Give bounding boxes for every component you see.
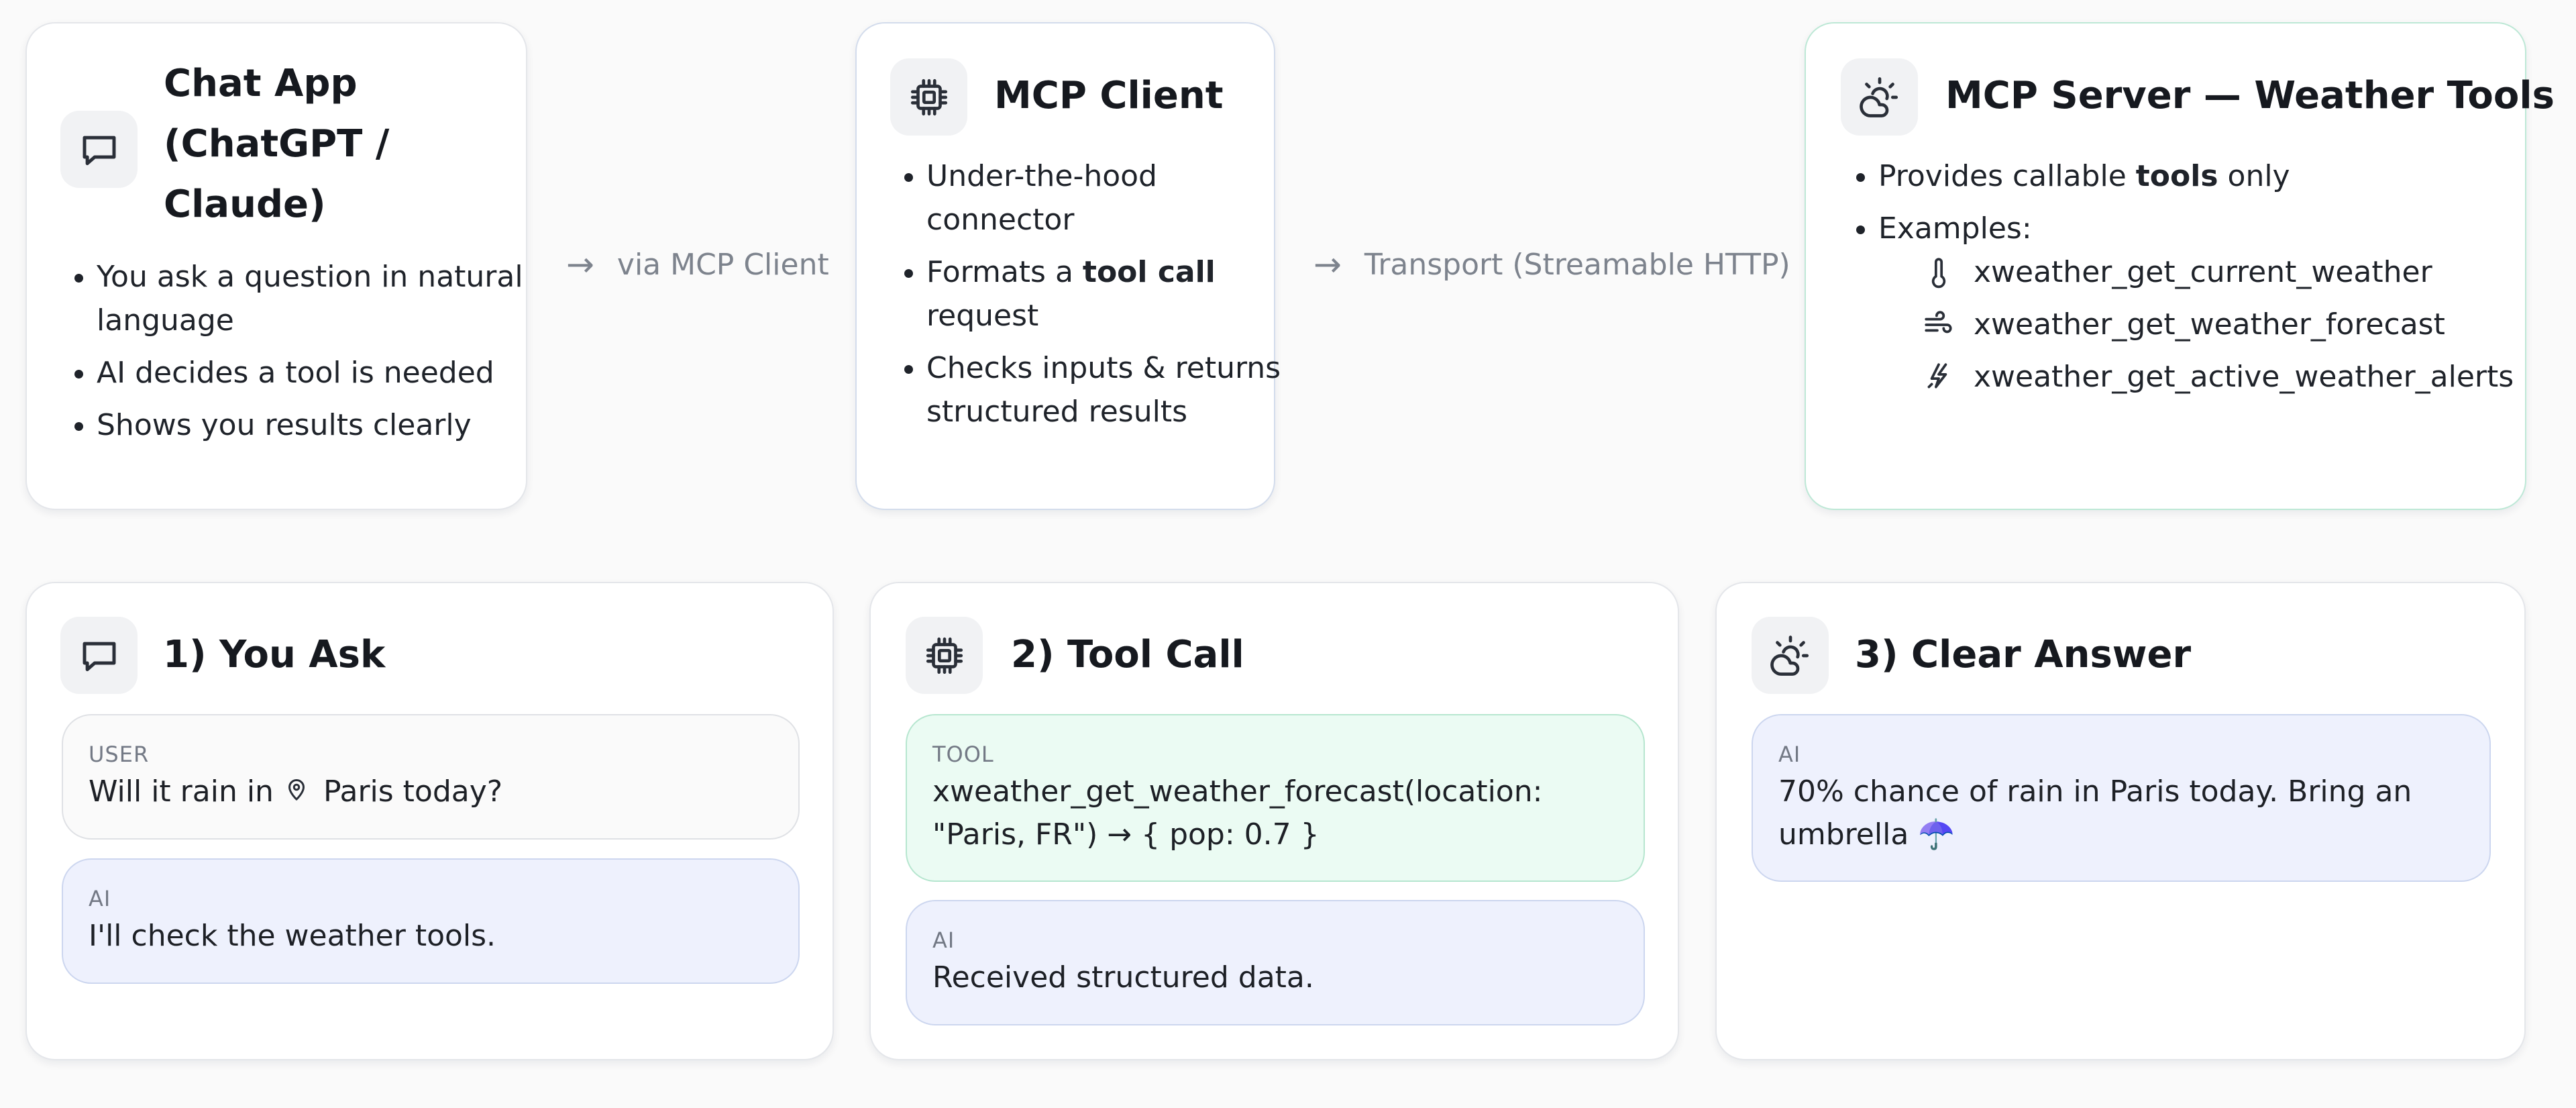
cpu-chip-icon <box>926 637 963 674</box>
mcp-server-bullets: Provides callable tools only Examples: x… <box>1842 154 2536 407</box>
message-text: xweather_get_weather_forecast(location: … <box>932 774 1543 852</box>
weather-icon-box <box>1752 617 1829 694</box>
ai-message: AI I'll check the weather tools. <box>62 858 800 984</box>
right-arrow-icon: → <box>566 245 594 284</box>
mcp-client-bullet: Checks inputs & returns structured resul… <box>926 346 1289 434</box>
message-text: I'll check the weather tools. <box>89 919 496 953</box>
tool-list: xweather_get_current_weather xweather_ge… <box>1878 250 2536 399</box>
message-role: USER <box>89 742 150 767</box>
wind-icon <box>1919 306 1959 344</box>
thermometer-icon <box>1919 254 1959 291</box>
tool-name: xweather_get_active_weather_alerts <box>1974 360 2514 394</box>
mcp-server-card: MCP Server — Weather Tools Provides call… <box>1805 22 2555 510</box>
tool-item: xweather_get_current_weather <box>1919 250 2536 294</box>
chat-app-bullet: You ask a question in natural language <box>97 255 539 342</box>
step-you-ask-title: 1) You Ask <box>163 633 386 676</box>
message-text: Will it rain in Paris today? <box>89 774 503 809</box>
step-you-ask-card: 1) You Ask USER Will it rain in Paris to… <box>25 582 834 1060</box>
cpu-icon-box <box>890 58 967 136</box>
step-tool-call-title: 2) Tool Call <box>1011 633 1244 676</box>
right-arrow-icon: → <box>1313 245 1342 284</box>
message-role: AI <box>89 886 111 911</box>
ai-message: AI Received structured data. <box>906 900 1645 1025</box>
connector-via-mcp-client: → via MCP Client <box>566 245 829 284</box>
message-role: AI <box>932 927 955 953</box>
mcp-client-title: MCP Client <box>994 74 1224 117</box>
user-message: USER Will it rain in Paris today? <box>62 714 800 840</box>
step-clear-answer-title: 3) Clear Answer <box>1855 633 2192 676</box>
message-text: 70% chance of rain in Paris today. Bring… <box>1778 774 2412 852</box>
chat-app-bullet: AI decides a tool is needed <box>97 351 539 395</box>
mcp-server-title: MCP Server — Weather Tools <box>1945 74 2555 117</box>
lightning-icon <box>1919 358 1959 396</box>
chat-app-title: Chat App (ChatGPT / Claude) <box>164 62 390 226</box>
mcp-client-bullet: Formats a tool call request <box>926 250 1289 338</box>
weather-icon-box <box>1841 58 1918 136</box>
tool-message: TOOL xweather_get_weather_forecast(locat… <box>906 714 1645 882</box>
connector-transport: → Transport (Streamable HTTP) <box>1313 245 1790 284</box>
chat-bubble-icon <box>83 136 115 165</box>
chat-app-bullet: Shows you results clearly <box>97 403 539 447</box>
cpu-chip-icon <box>910 79 947 115</box>
chat-icon-box <box>60 617 138 694</box>
mcp-server-bullet: Examples: xweather_get_current_weather x… <box>1878 207 2536 399</box>
chat-app-bullets: You ask a question in natural language A… <box>60 255 539 456</box>
tool-item: xweather_get_active_weather_alerts <box>1919 355 2536 399</box>
chat-icon-box <box>60 111 138 188</box>
mcp-server-bullet: Provides callable tools only <box>1878 154 2536 198</box>
connector-label: via MCP Client <box>616 247 829 282</box>
sun-cloud-icon <box>1770 635 1809 676</box>
location-pin-icon <box>288 779 305 801</box>
tool-name: xweather_get_current_weather <box>1974 255 2432 289</box>
message-text: Received structured data. <box>932 960 1314 995</box>
step-tool-call-card: 2) Tool Call TOOL xweather_get_weather_f… <box>869 582 1679 1060</box>
cpu-icon-box <box>906 617 983 694</box>
chat-bubble-icon <box>83 642 115 671</box>
mcp-client-card: MCP Client Under-the-hood connector Form… <box>855 22 1281 510</box>
message-role: AI <box>1778 742 1801 767</box>
sun-cloud-icon <box>1859 77 1898 117</box>
connector-label: Transport (Streamable HTTP) <box>1364 247 1790 282</box>
ai-message: AI 70% chance of rain in Paris today. Br… <box>1752 714 2491 882</box>
mcp-client-bullets: Under-the-hood connector Formats a tool … <box>890 154 1289 442</box>
chat-app-card: Chat App (ChatGPT / Claude) You ask a qu… <box>25 22 527 510</box>
step-clear-answer-card: 3) Clear Answer AI 70% chance of rain in… <box>1715 582 2526 1060</box>
tool-name: xweather_get_weather_forecast <box>1974 307 2445 342</box>
message-role: TOOL <box>932 742 994 767</box>
mcp-client-bullet: Under-the-hood connector <box>926 154 1289 242</box>
tool-item: xweather_get_weather_forecast <box>1919 303 2536 346</box>
